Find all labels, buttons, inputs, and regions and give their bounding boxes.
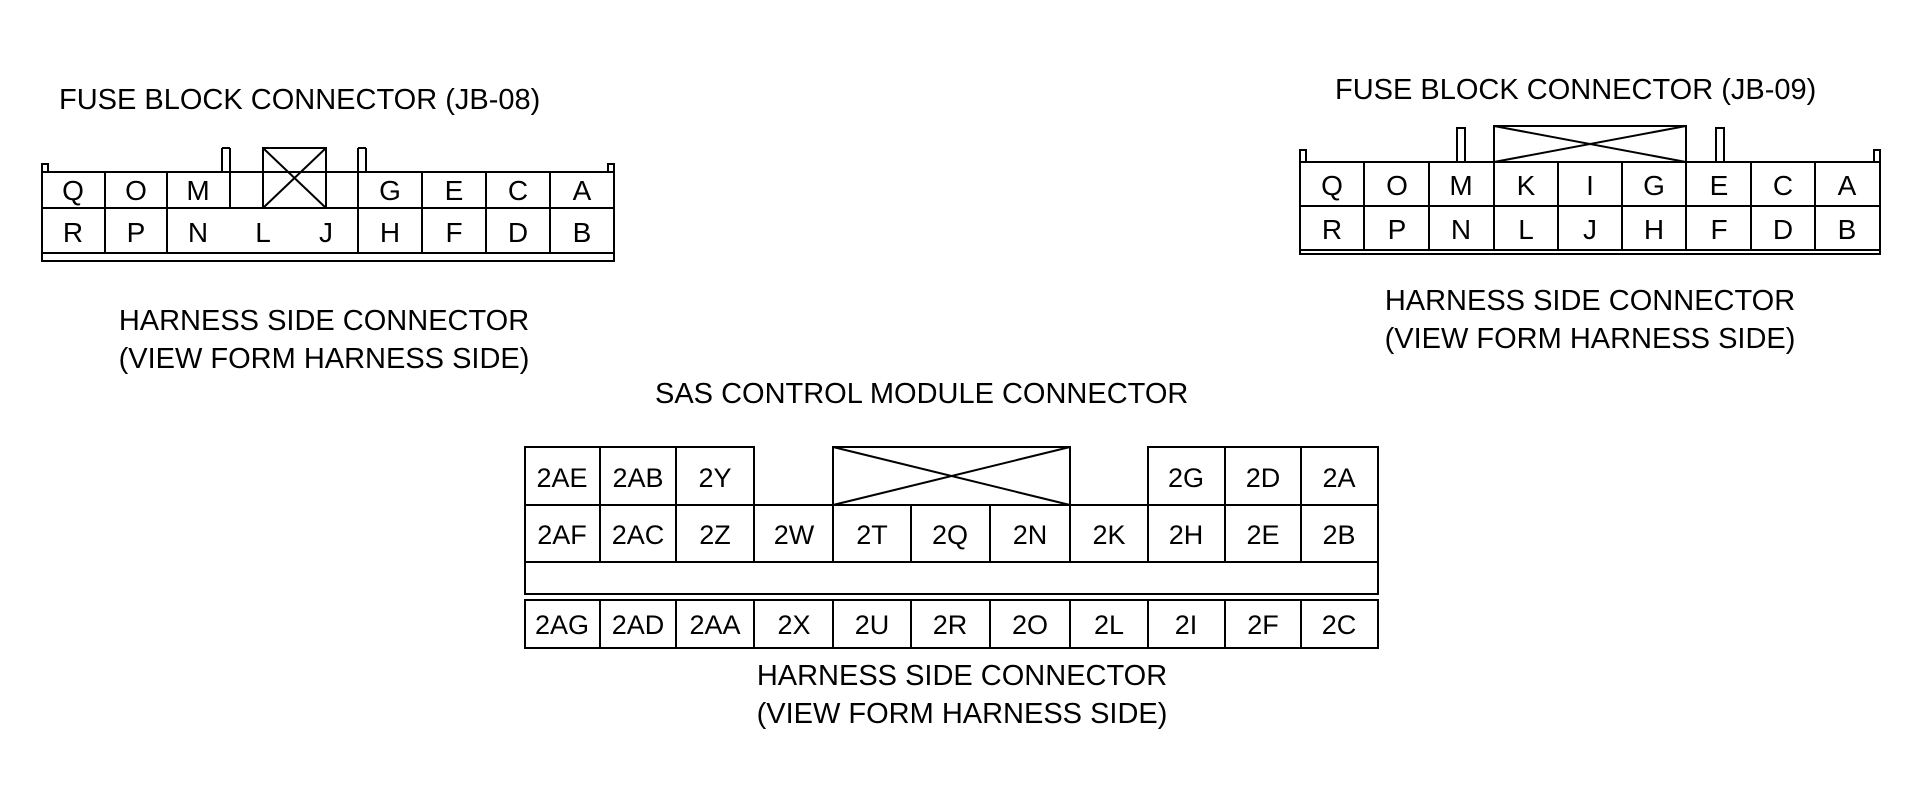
jb08-pin-b: B [573, 217, 592, 248]
sas-pin-2i: 2I [1175, 610, 1198, 640]
jb09-pin-i: I [1586, 170, 1594, 201]
jb09-pin-j: J [1583, 214, 1597, 245]
sas-pin-2n: 2N [1013, 520, 1048, 550]
jb09-pin-h: H [1644, 214, 1664, 245]
jb09-pin-d: D [1773, 214, 1793, 245]
jb08-pin-j: J [319, 217, 333, 248]
sas-caption-line2: (VIEW FORM HARNESS SIDE) [756, 698, 1168, 730]
jb09-pin-r: R [1322, 214, 1342, 245]
jb08-pin-c: C [508, 175, 528, 206]
sas-pin-2aa: 2AA [689, 610, 740, 640]
sas-pin-2ad: 2AD [612, 610, 665, 640]
jb08-pin-n: N [188, 217, 208, 248]
jb09-pin-l: L [1518, 214, 1534, 245]
sas-pin-2a: 2A [1322, 463, 1355, 493]
jb08-title: FUSE BLOCK CONNECTOR (JB-08) [59, 84, 541, 116]
jb09-title: FUSE BLOCK CONNECTOR (JB-09) [1335, 74, 1817, 106]
sas-pin-2h: 2H [1169, 520, 1204, 550]
jb08-pin-o: O [125, 175, 147, 206]
sas-pin-2t: 2T [856, 520, 888, 550]
sas-pin-2r: 2R [933, 610, 968, 640]
sas-pin-2ab: 2AB [612, 463, 663, 493]
jb09-pin-a: A [1838, 170, 1857, 201]
sas-pin-2q: 2Q [932, 520, 968, 550]
jb08-caption-line1: HARNESS SIDE CONNECTOR [118, 305, 530, 337]
jb09-pin-b: B [1838, 214, 1857, 245]
sas-pin-2ag: 2AG [535, 610, 589, 640]
jb09-pin-k: K [1517, 170, 1536, 201]
jb08-pin-q: Q [62, 175, 84, 206]
jb09-pin-g: G [1643, 170, 1665, 201]
sas-pin-2y: 2Y [698, 463, 731, 493]
jb09-pin-o: O [1386, 170, 1408, 201]
jb09-pin-e: E [1710, 170, 1729, 201]
jb09-pin-c: C [1773, 170, 1793, 201]
jb08-pin-e: E [445, 175, 464, 206]
sas-pin-2x: 2X [777, 610, 810, 640]
jb09-pin-n: N [1451, 214, 1471, 245]
sas-pin-2w: 2W [774, 520, 815, 550]
sas-pin-2ac: 2AC [612, 520, 665, 550]
jb09-pin-f: F [1710, 214, 1727, 245]
jb09-caption: HARNESS SIDE CONNECTOR (VIEW FORM HARNES… [1350, 282, 1830, 358]
jb08-pin-f: F [445, 217, 462, 248]
sas-pin-2d: 2D [1246, 463, 1281, 493]
jb08-pin-h: H [380, 217, 400, 248]
sas-pin-2l: 2L [1094, 610, 1124, 640]
jb09-pin-p: P [1388, 214, 1407, 245]
sas-pin-2f: 2F [1247, 610, 1279, 640]
sas-pin-2k: 2K [1092, 520, 1125, 550]
sas-pin-2g: 2G [1168, 463, 1204, 493]
jb09-pin-q: Q [1321, 170, 1343, 201]
sas-pin-2o: 2O [1012, 610, 1048, 640]
jb09-caption-line2: (VIEW FORM HARNESS SIDE) [1384, 323, 1796, 355]
sas-caption: HARNESS SIDE CONNECTOR (VIEW FORM HARNES… [722, 657, 1202, 733]
sas-pin-2b: 2B [1322, 520, 1355, 550]
jb08-caption-line2: (VIEW FORM HARNESS SIDE) [118, 343, 530, 375]
jb09-pin-m: M [1449, 170, 1472, 201]
jb08-pin-p: P [127, 217, 146, 248]
sas-pin-2ae: 2AE [536, 463, 587, 493]
sas-pin-2u: 2U [855, 610, 890, 640]
jb08-pin-g: G [379, 175, 401, 206]
sas-title: SAS CONTROL MODULE CONNECTOR [655, 378, 1189, 410]
jb08-pin-m: M [186, 175, 209, 206]
sas-pin-2c: 2C [1322, 610, 1357, 640]
sas-caption-line1: HARNESS SIDE CONNECTOR [756, 660, 1168, 692]
jb08-pin-r: R [63, 217, 83, 248]
jb09-caption-line1: HARNESS SIDE CONNECTOR [1384, 285, 1796, 317]
jb08-pin-d: D [508, 217, 528, 248]
jb08-pin-a: A [573, 175, 592, 206]
sas-pin-2e: 2E [1246, 520, 1279, 550]
sas-pin-2af: 2AF [537, 520, 587, 550]
jb08-pin-l: L [255, 217, 271, 248]
sas-pin-2z: 2Z [699, 520, 731, 550]
jb08-caption: HARNESS SIDE CONNECTOR (VIEW FORM HARNES… [84, 302, 564, 378]
